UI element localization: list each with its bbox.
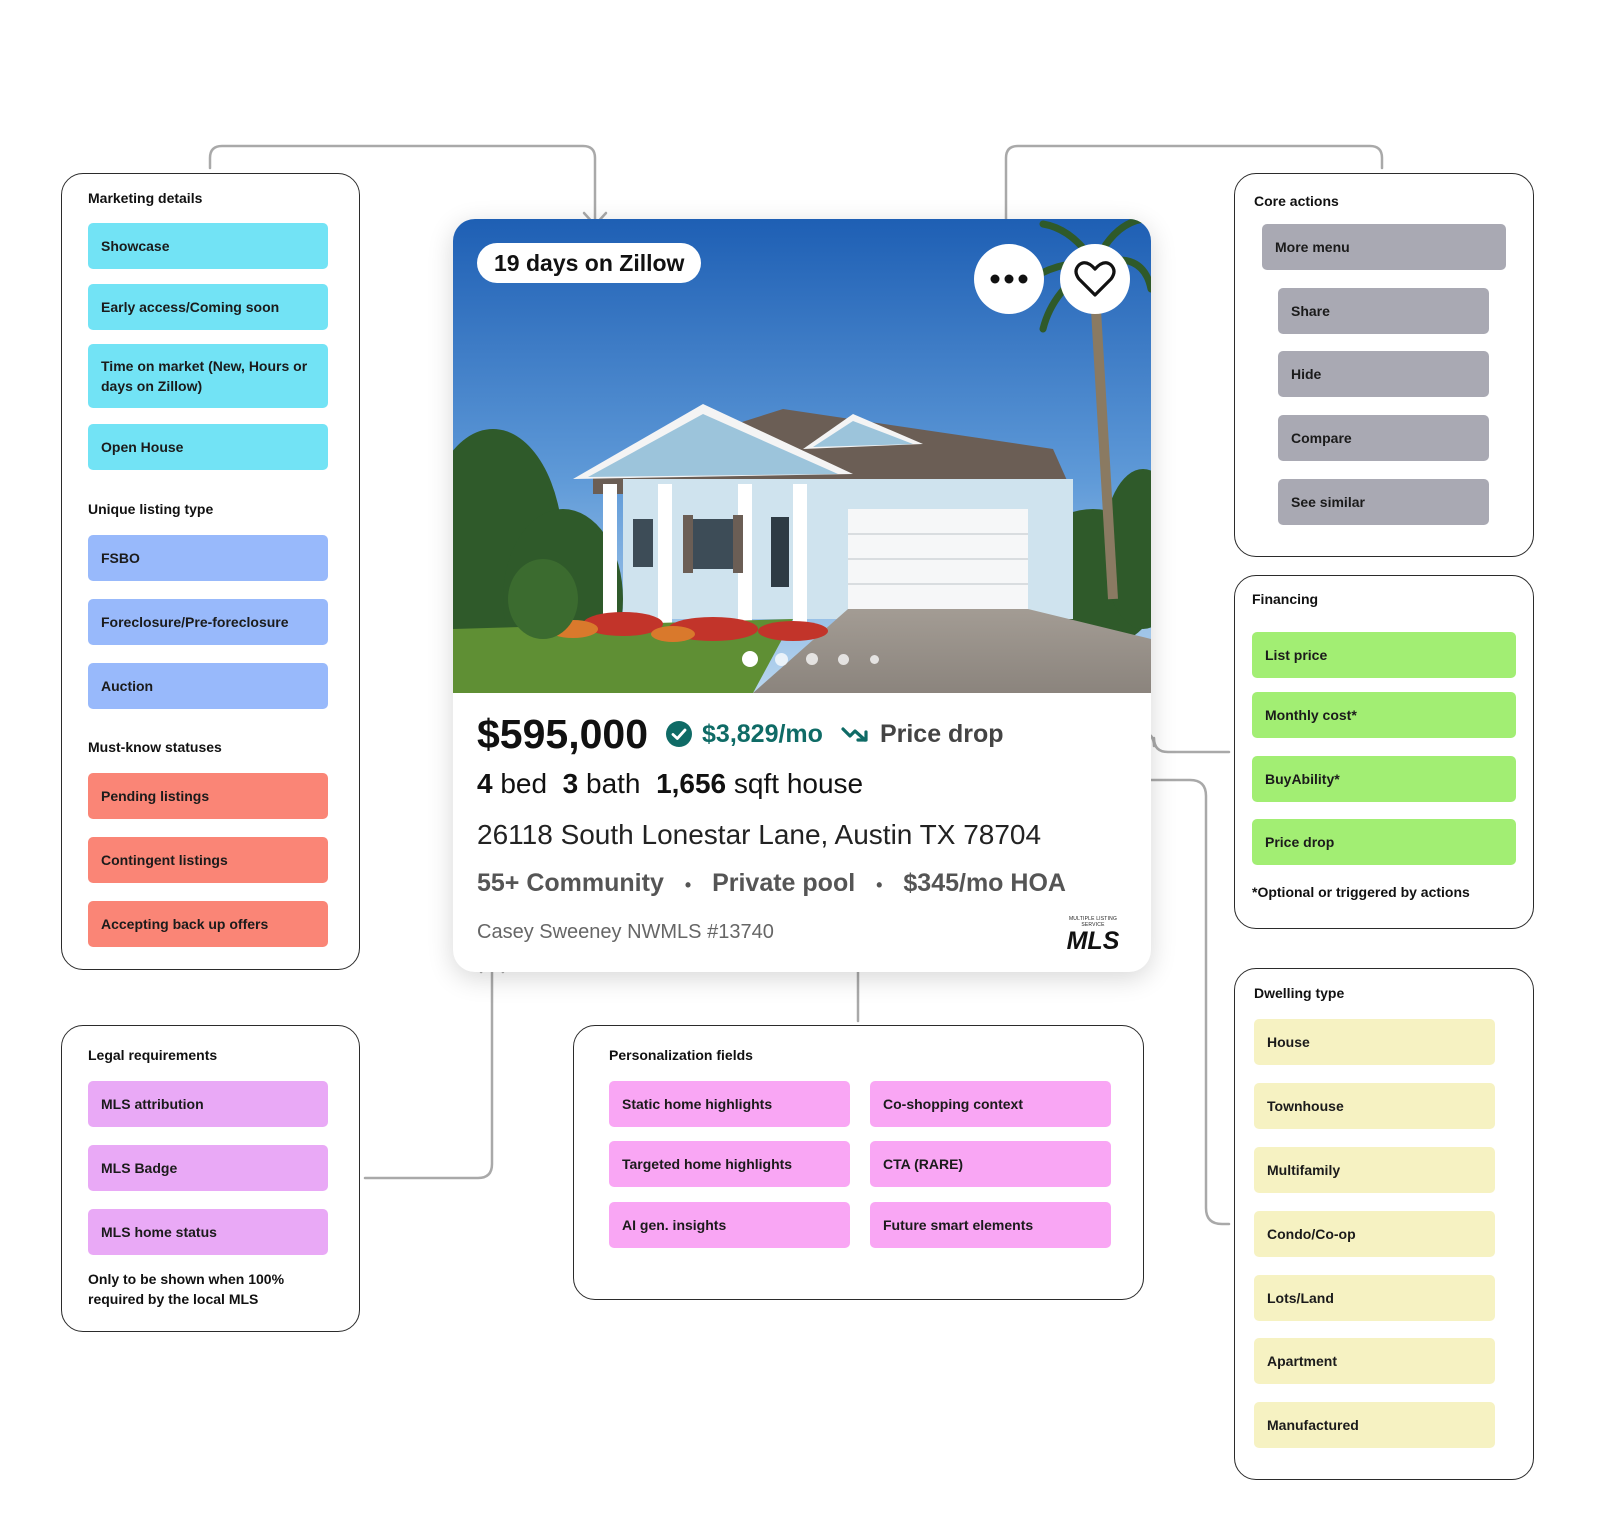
chip-auction: Auction [88,663,328,709]
chip-pending: Pending listings [88,773,328,819]
chip-mls-badge: MLS Badge [88,1145,328,1191]
personalization-fields-panel: Personalization fields Static home highl… [573,1025,1144,1300]
chip-hide: Hide [1278,351,1489,397]
highlight-pool: Private pool [712,869,856,897]
days-on-zillow-badge: 19 days on Zillow [477,243,702,283]
monthly-cost[interactable]: $3,829/mo [702,719,823,748]
sqft-label: sqft house [733,768,864,799]
financing-note: *Optional or triggered by actions [1252,884,1470,900]
mls-logo: MULTIPLE LISTING SERVICE MLS [1057,916,1129,954]
chip-mls-home-status: MLS home status [88,1209,328,1255]
more-menu-button[interactable] [974,244,1044,314]
connector-core-actions [1004,144,1384,244]
chip-future-smart: Future smart elements [870,1202,1111,1248]
chip-targeted-highlights: Targeted home highlights [609,1141,850,1187]
panel-title: Financing [1252,591,1319,607]
chip-fsbo: FSBO [88,535,328,581]
beds-label: bed [500,768,548,799]
chip-ai-insights: AI gen. insights [609,1202,850,1248]
trend-down-icon [841,727,868,742]
baths-count: 3 [562,768,579,799]
chip-house: House [1254,1019,1495,1065]
chip-open-house: Open House [88,424,328,470]
mls-attribution: Casey Sweeney NWMLS #13740 [477,921,774,943]
heart-icon [1074,261,1116,297]
beds-count: 4 [477,768,493,799]
panel-title: Legal requirements [88,1047,218,1063]
financing-panel: Financing List price Monthly cost* BuyAb… [1234,575,1534,929]
home-highlights: 55+ Community • Private pool • $345/mo H… [477,869,1066,898]
chip-more-menu: More menu [1262,224,1506,270]
more-dots-icon [990,274,1028,284]
connector-marketing [208,144,597,226]
check-badge-icon [666,721,693,747]
chip-townhouse: Townhouse [1254,1083,1495,1129]
sqft-count: 1,656 [656,768,727,799]
chip-back-up-offers: Accepting back up offers [88,901,328,947]
chip-mls-attribution: MLS attribution [88,1081,328,1127]
dwelling-type-panel: Dwelling type House Townhouse Multifamil… [1234,968,1534,1480]
chip-contingent: Contingent listings [88,837,328,883]
home-facts: 4 bed 3 bath 1,656 sqft house [477,768,863,800]
panel-title: Core actions [1254,193,1339,209]
panel-title: Marketing details [88,190,203,206]
highlight-hoa: $345/mo HOA [903,869,1066,897]
legal-note: Only to be shown when 100% required by t… [88,1271,285,1307]
marketing-details-panel: Marketing details Showcase Early access/… [61,173,360,970]
highlight-separator: • [684,875,692,895]
listing-card[interactable]: 19 days on Zillow $595,000 $3,829/mo Pri… [453,219,1151,972]
photo-dot[interactable] [837,653,849,665]
panel-title: Personalization fields [609,1047,753,1063]
chip-monthly-cost: Monthly cost* [1252,692,1516,738]
chip-early-access: Early access/Coming soon [88,284,328,330]
baths-label: bath [586,768,641,799]
photo-dot[interactable] [806,653,818,665]
list-price: $595,000 [477,710,649,757]
section-title-statuses: Must-know statuses [88,739,222,755]
photo-dot[interactable] [742,651,758,667]
mls-logo-text: MLS [1066,927,1120,955]
section-title-listing-type: Unique listing type [88,501,214,517]
chip-apartment: Apartment [1254,1338,1495,1384]
chip-cta-rare: CTA (RARE) [870,1141,1111,1187]
chip-see-similar: See similar [1278,479,1489,525]
chip-lots-land: Lots/Land [1254,1275,1495,1321]
listing-address[interactable]: 26118 South Lonestar Lane, Austin TX 787… [477,819,1042,850]
price-row: $595,000 $3,829/mo Price drop [477,709,1004,759]
connector-legal [363,958,494,1180]
chip-compare: Compare [1278,415,1489,461]
chip-condo: Condo/Co-op [1254,1211,1495,1257]
chip-multifamily: Multifamily [1254,1147,1495,1193]
chip-share: Share [1278,288,1489,334]
chip-showcase: Showcase [88,223,328,269]
chip-foreclosure: Foreclosure/Pre-foreclosure [88,599,328,645]
legal-requirements-panel: Legal requirements MLS attribution MLS B… [61,1025,360,1332]
chip-static-highlights: Static home highlights [609,1081,850,1127]
mls-logo-caption: MULTIPLE LISTING SERVICE [1068,916,1118,928]
core-actions-panel: Core actions More menu Share Hide Compar… [1234,173,1534,557]
connector-dwelling [886,778,1231,1226]
highlight-community: 55+ Community [477,869,664,897]
chip-list-price: List price [1252,632,1516,678]
save-home-button[interactable] [1060,244,1130,314]
chip-buyability: BuyAbility* [1252,756,1516,802]
photo-dot[interactable] [869,654,879,664]
chip-manufactured: Manufactured [1254,1402,1495,1448]
house-photo[interactable] [453,219,1151,693]
price-drop-label: Price drop [879,719,1004,748]
chip-time-on-market: Time on market (New, Hours or days on Zi… [88,344,328,408]
photo-dot[interactable] [774,652,788,666]
panel-title: Dwelling type [1254,985,1345,1001]
highlight-separator: • [876,875,883,895]
chip-price-drop: Price drop [1252,819,1516,865]
chip-co-shopping: Co-shopping context [870,1081,1111,1127]
